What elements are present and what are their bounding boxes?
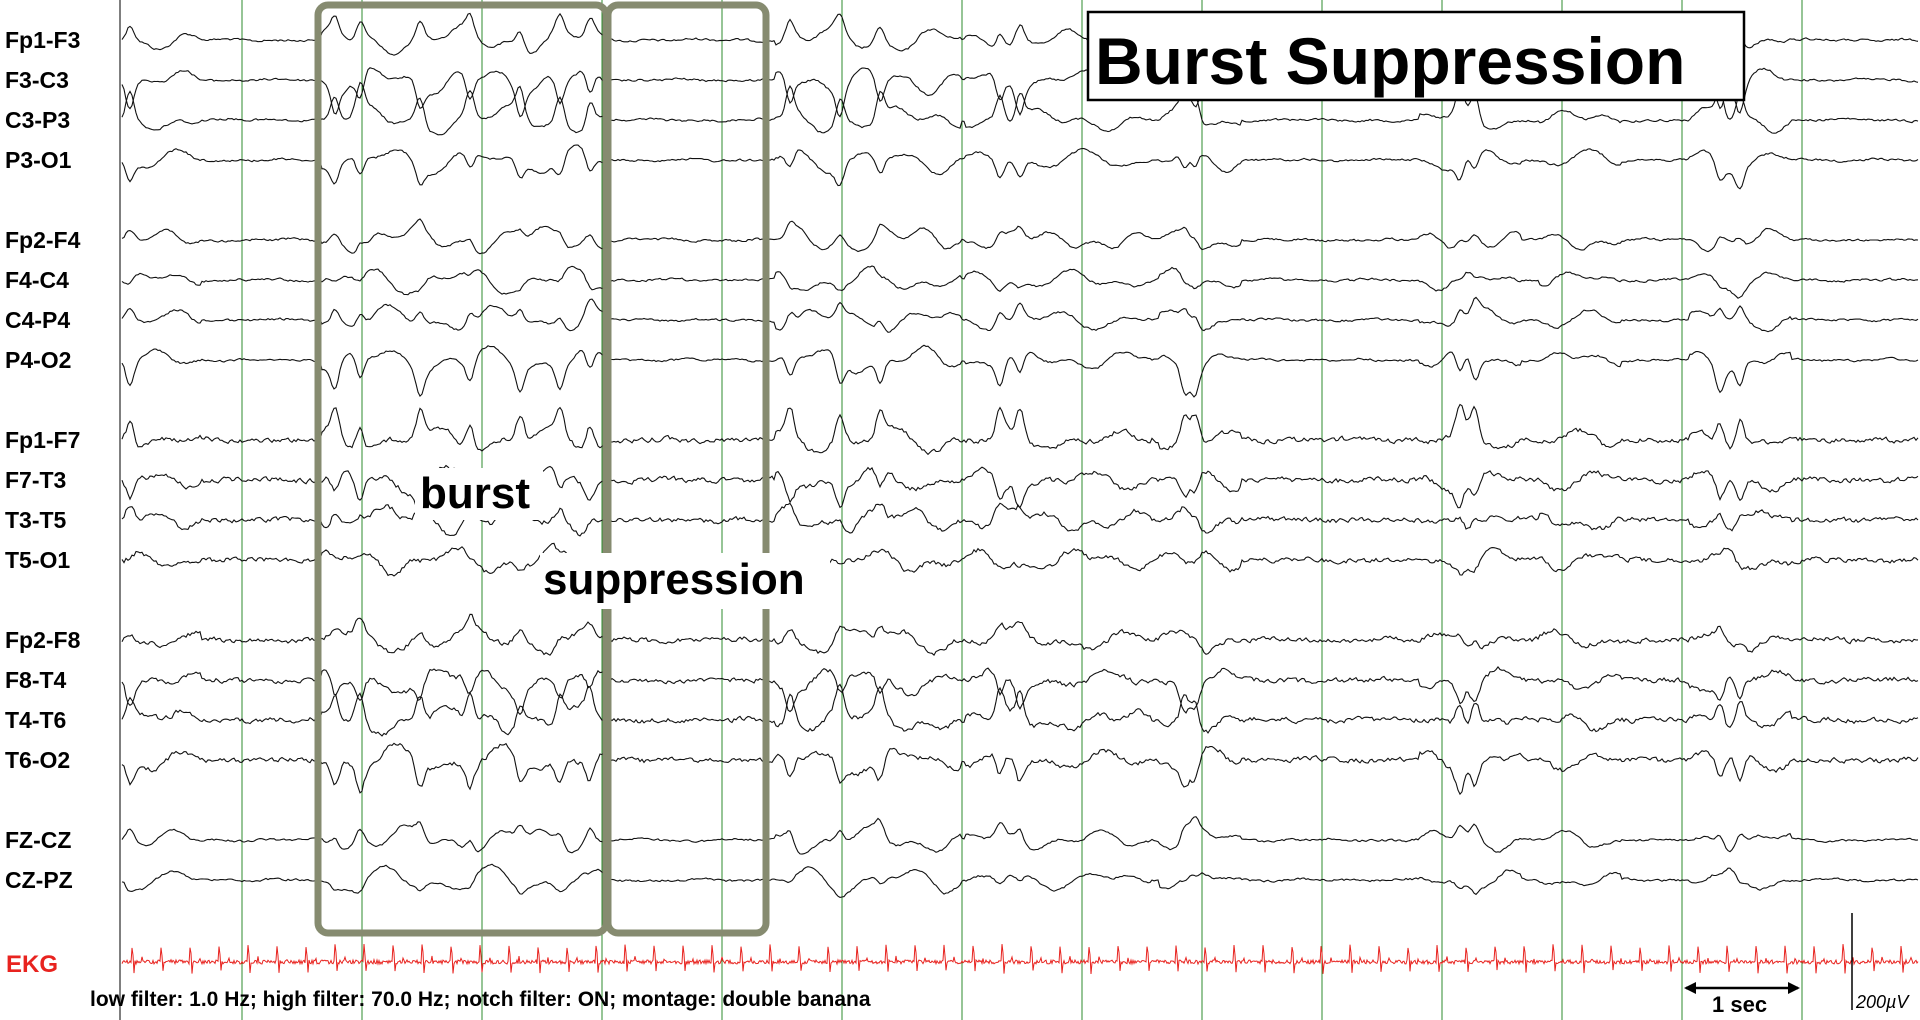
- page-title: Burst Suppression: [1095, 24, 1685, 98]
- channel-trace: [121, 816, 1919, 855]
- ekg-trace: [121, 943, 1919, 975]
- channel-label: Fp2-F8: [5, 627, 81, 653]
- channel-trace: [121, 613, 1919, 656]
- channel-trace: [121, 144, 1919, 190]
- channel-trace: [121, 218, 1919, 255]
- channel-label: C4-P4: [5, 307, 70, 333]
- channel-trace: [121, 81, 1919, 136]
- channel-label: F7-T3: [5, 467, 66, 493]
- eeg-traces: [121, 12, 1919, 898]
- channel-trace: [121, 742, 1919, 796]
- channel-label: F8-T4: [5, 667, 67, 693]
- channel-label: P3-O1: [5, 147, 72, 173]
- channel-trace: [121, 296, 1919, 333]
- ekg-label: EKG: [6, 951, 58, 978]
- channel-label: F4-C4: [5, 267, 69, 293]
- channel-label: F3-C3: [5, 67, 69, 93]
- channel-trace: [121, 542, 1919, 577]
- channel-trace: [121, 665, 1919, 716]
- channel-trace: [121, 683, 1919, 737]
- burst-label: burst: [420, 469, 530, 518]
- channel-label: T3-T5: [5, 507, 67, 533]
- time-scale-label: 1 sec: [1712, 992, 1767, 1017]
- channel-trace: [121, 344, 1919, 398]
- channel-label: FZ-CZ: [5, 827, 71, 853]
- suppression-label-bg: [540, 553, 830, 609]
- channel-label: Fp1-F3: [5, 27, 80, 53]
- amplitude-scale-label: 200µV: [1855, 992, 1910, 1012]
- channel-label: CZ-PZ: [5, 867, 73, 893]
- suppression-box: [604, 1, 770, 937]
- suppression-label: suppression: [543, 555, 805, 604]
- channel-label: T5-O1: [5, 547, 70, 573]
- channel-label: Fp1-F7: [5, 427, 80, 453]
- channel-label: T4-T6: [5, 707, 66, 733]
- ekg-line: [121, 943, 1919, 975]
- channel-label: C3-P3: [5, 107, 70, 133]
- title-box: [1086, 10, 1746, 102]
- channel-label: T6-O2: [5, 747, 70, 773]
- time-scale-bar: [1684, 982, 1800, 994]
- channel-label: Fp2-F4: [5, 227, 81, 253]
- channel-trace: [121, 403, 1919, 456]
- filter-settings-footer: low filter: 1.0 Hz; high filter: 70.0 Hz…: [90, 988, 871, 1011]
- channel-label: P4-O2: [5, 347, 71, 373]
- channel-trace: [121, 863, 1919, 898]
- channel-trace: [121, 265, 1919, 299]
- burst-label-bg: [415, 468, 543, 520]
- channel-labels: Fp1-F3F3-C3C3-P3P3-O1Fp2-F4F4-C4C4-P4P4-…: [5, 27, 81, 893]
